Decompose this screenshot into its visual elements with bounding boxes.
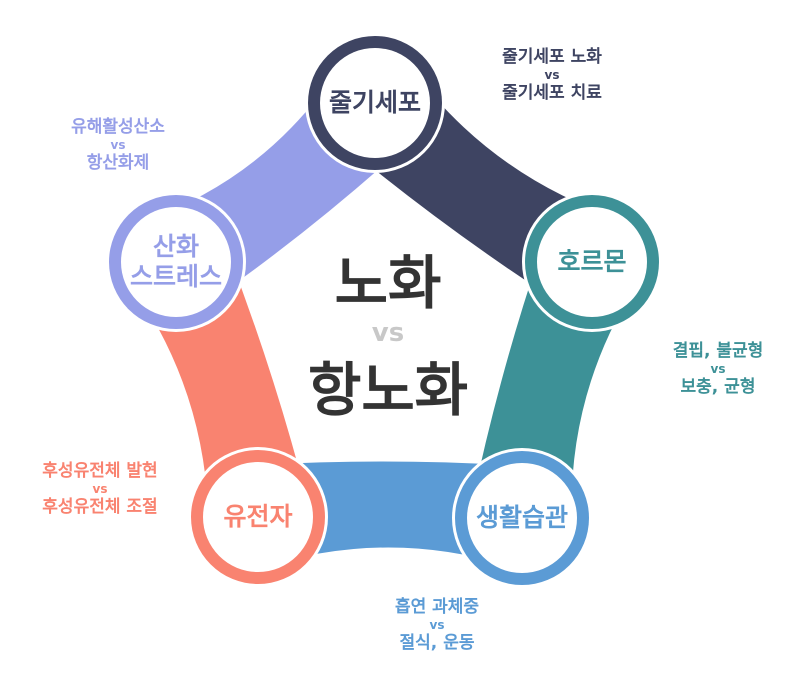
caption-line: 결핍, 불균형: [672, 341, 764, 361]
caption-line: 절식, 운동: [399, 633, 475, 653]
node-label-line: 스트레스: [129, 262, 223, 291]
node-label-line: 산화: [152, 232, 200, 261]
node-center-oxidative-stress: [121, 207, 231, 317]
caption-line: 줄기세포 치료: [502, 83, 602, 103]
connector-lifestyle: [257, 461, 523, 570]
node-center-stem-cell: [320, 48, 430, 158]
caption-line: 보충, 균형: [680, 377, 756, 397]
node-label-hormone: 호르몬: [557, 247, 627, 276]
center-title-aging: 노화: [334, 249, 442, 317]
caption-line: 항산화제: [86, 153, 150, 173]
caption-vs: vs: [710, 362, 726, 376]
caption-hormone: 결핍, 불균형 vs 보충, 균형: [673, 340, 764, 398]
node-center-lifestyle: [467, 463, 577, 573]
node-label-lifestyle: 생활습관: [475, 503, 569, 532]
caption-stem-cell: 줄기세포 노화 vs 줄기세포 치료: [502, 46, 602, 104]
caption-line: 줄기세포 노화: [502, 47, 602, 67]
caption-vs: vs: [110, 138, 126, 152]
node-label-gene: 유전자: [223, 502, 293, 531]
caption-vs: vs: [544, 68, 560, 82]
caption-gene: 후성유전체 발현 vs 후성유전체 조절: [42, 460, 157, 518]
node-center-hormone: [537, 207, 647, 317]
caption-line: 유해활성산소: [71, 117, 165, 137]
caption-line: 흡연 과체중: [394, 597, 480, 617]
caption-line: 후성유전체 발현: [42, 461, 158, 481]
caption-line: 후성유전체 조절: [42, 497, 158, 517]
center-vs: vs: [371, 318, 405, 348]
node-label-oxidative-stress: 산화 스트레스: [130, 232, 222, 292]
node-center-gene: [203, 462, 313, 572]
caption-oxidative-stress: 유해활성산소 vs 항산화제: [71, 116, 165, 174]
caption-vs: vs: [429, 618, 445, 632]
caption-vs: vs: [92, 482, 108, 496]
caption-lifestyle: 흡연 과체중 vs 절식, 운동: [395, 596, 479, 654]
node-label-stem-cell: 줄기세포: [328, 88, 422, 117]
center-title-anti-aging: 항노화: [307, 356, 469, 424]
